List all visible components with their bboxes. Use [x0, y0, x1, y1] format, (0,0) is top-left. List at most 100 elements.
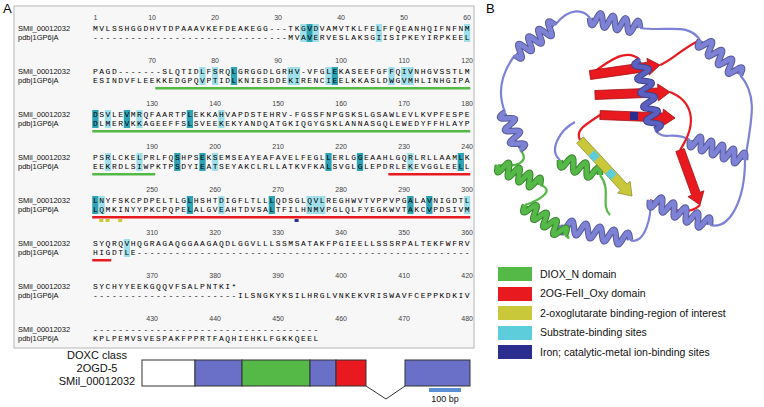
protein-loop [740, 75, 752, 160]
ruler-number: 10 [148, 14, 156, 21]
intron-line [366, 386, 405, 399]
protein-loop [600, 175, 610, 215]
ruler-number: 290 [398, 186, 410, 193]
alignment-shading [92, 24, 470, 257]
ruler-number: 450 [272, 315, 284, 322]
site-mark [295, 219, 299, 222]
sequence-row: DLMERVKKAGEEFFSLSVEEKEKYANDQATGKIQGYGSKL… [93, 119, 471, 128]
domain-bar [92, 216, 470, 219]
ruler-number: 340 [335, 229, 347, 236]
site-mark [106, 219, 110, 222]
domain-bar [92, 173, 155, 176]
sequence-name: SMil_00012032 [18, 110, 70, 119]
iron-site [630, 112, 638, 120]
helix [560, 221, 630, 245]
ruler-number: 80 [211, 57, 219, 64]
ruler-number: 180 [461, 100, 473, 107]
strand [676, 149, 704, 206]
ruler-number: 410 [398, 272, 410, 279]
ruler-number: 330 [272, 229, 284, 236]
substrate-site [605, 168, 616, 179]
ruler-number: 20 [211, 14, 219, 21]
sequence-row: DSVLEVMRQFAARTPLEKKAHVAPDSTEHRV-FGSSFNPG… [93, 110, 471, 119]
gene-structure [142, 360, 470, 399]
gene-id: SMil_00012032 [59, 376, 135, 387]
ruler-number: 210 [272, 143, 284, 150]
domain-bar [92, 259, 111, 262]
ruler-number: 310 [146, 229, 158, 236]
site-mark [118, 219, 122, 222]
domain-bars [92, 87, 470, 262]
sequence-row: -----------------------ILSNGKYKSILHRGLVN… [93, 291, 471, 300]
ruler-number: 420 [461, 272, 473, 279]
helix-edge [634, 60, 661, 130]
utr-box [142, 360, 195, 386]
helix [590, 13, 640, 32]
legend-swatch [498, 345, 532, 359]
protein-loop [501, 55, 515, 112]
sequence-row: KPLPEMVSVESPAKFPPRTFAQHIEHKLFGKKQEEL [93, 334, 320, 343]
ruler-number: 70 [148, 57, 156, 64]
ruler-number: 360 [461, 229, 473, 236]
ruler-number: 40 [337, 14, 345, 21]
ruler-number: 30 [274, 14, 282, 21]
sequence-row: HIGDTLE---------------------------------… [93, 248, 471, 257]
sequence-name: SMil_00012032 [18, 153, 70, 162]
ruler-number: 170 [398, 100, 410, 107]
ruler-number: 380 [209, 272, 221, 279]
ruler-number: 190 [146, 143, 158, 150]
ruler-number: 390 [272, 272, 284, 279]
strand [595, 84, 670, 101]
protein-loop [655, 130, 690, 140]
helix [515, 21, 555, 58]
sequence-name: pdb|1GP6|A [18, 119, 59, 128]
helix [634, 60, 661, 130]
ruler-number: 460 [335, 315, 347, 322]
ruler-number: 250 [146, 186, 158, 193]
ruler-number: 50 [400, 14, 408, 21]
sequence-name: SMil_00012032 [18, 239, 70, 248]
sequence-name: SMil_00012032 [18, 325, 70, 334]
helix-edge [515, 21, 555, 58]
ruler-number: 400 [335, 272, 347, 279]
sequence-name: pdb|1GP6|A [18, 334, 59, 343]
scale-label: 100 bp [431, 395, 459, 404]
substrate-site [588, 150, 599, 161]
sequence-row: MVLSSHGGDHVTDPAAAVKEFDEAKEGG---TKGVDVAMV… [93, 24, 471, 33]
legend-swatch [498, 306, 532, 320]
strand [577, 137, 632, 196]
ruler-number: 140 [209, 100, 221, 107]
alignment-frame [14, 6, 474, 348]
legend-swatch [498, 267, 532, 281]
sequence-row: EEKRDLSIWPKTPSDYIEATSEYAKCLRLLATKVFKALSV… [93, 162, 471, 171]
sequence-row: PSRLCKELPRLFQSHPSEKSEMSEAYEAFAVELFEGLLER… [93, 153, 471, 162]
sequence-name: pdb|1GP6|A [18, 205, 59, 214]
protein-loop [579, 115, 600, 140]
protein-loop [555, 11, 590, 25]
ruler-number: 270 [272, 186, 284, 193]
scale-bar [429, 388, 461, 392]
protein-loop [710, 160, 745, 226]
sequence-row: PAGD-------SLQTIDLFSRQLGRGGDLGRHV-VFGLEK… [93, 67, 471, 76]
legend-text: Substrate-binding sites [540, 327, 647, 338]
protein-loop [640, 28, 700, 40]
helix [690, 137, 745, 164]
strand [600, 109, 675, 126]
sequence-name: SMil_00012032 [18, 282, 70, 291]
helix-edge [560, 221, 630, 245]
legend-text: 2-oxoglutarate binding-region of interes… [540, 308, 726, 319]
ruler-number: 240 [461, 143, 473, 150]
protein-cartoon [497, 11, 752, 244]
domain-box [242, 360, 310, 386]
panel-label: B [486, 2, 495, 15]
ruler-number: 1 [93, 14, 97, 21]
ruler-number: 220 [335, 143, 347, 150]
sequence-row: LNYFSKCPDPELTLGLHSHTDIGFLTLLLQDSGLQVLREG… [93, 196, 471, 205]
ruler-number: 100 [335, 57, 347, 64]
ruler-number: 260 [209, 186, 221, 193]
helix-edge [500, 112, 525, 150]
legend-swatch [498, 326, 532, 340]
helix-edge [698, 40, 742, 75]
ruler-number: 300 [461, 186, 473, 193]
ruler-number: 440 [209, 315, 221, 322]
